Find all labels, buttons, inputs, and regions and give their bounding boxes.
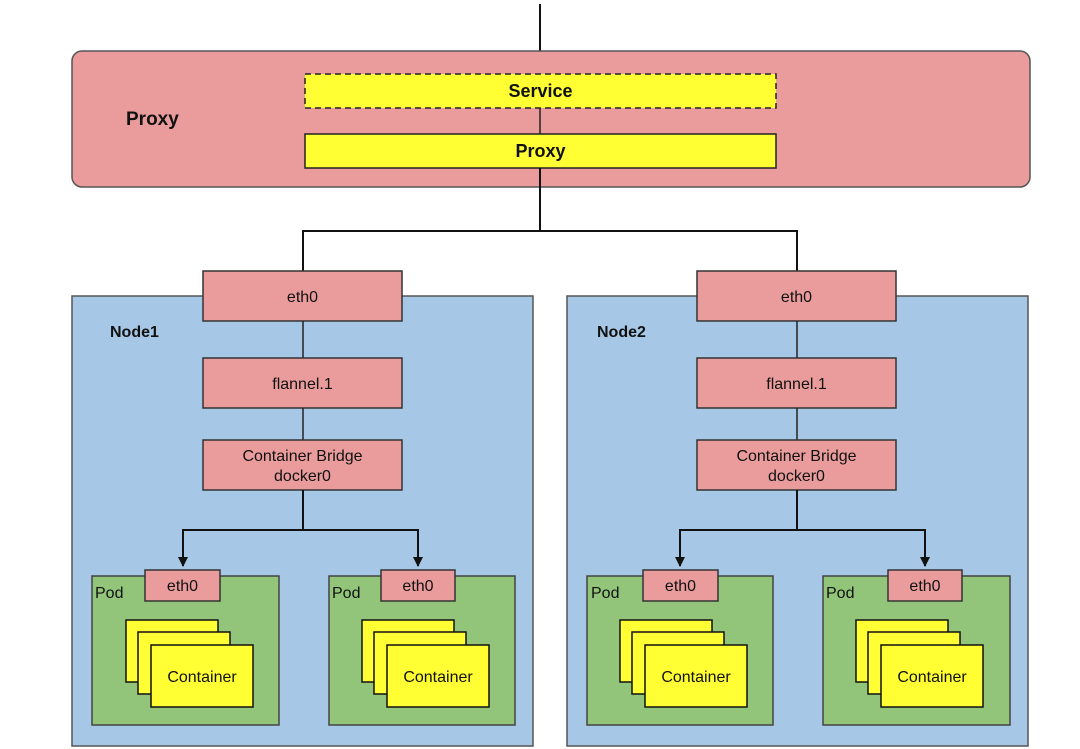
container-box [644,644,748,708]
proxy-panel-label: Proxy [126,109,179,130]
pod: Pod eth0 Container [586,569,774,726]
flannel-label: flannel.1 [766,376,827,393]
node-label: Node2 [597,324,646,341]
pod-eth0-label: eth0 [402,578,433,595]
node1-uplink [302,230,540,271]
node-eth0-label: eth0 [287,289,318,306]
flannel-box [696,357,897,409]
node2-uplink [540,230,798,271]
service-box [304,73,777,109]
proxy-box-label: Proxy [515,141,565,161]
container-box [880,644,984,708]
pod-eth0-box [642,569,719,602]
container-label: Container [897,669,967,686]
container-label: Container [167,669,237,686]
node-2: Node2 eth0 flannel.1 Container Bridge do… [566,270,1029,747]
bridge-to-pod-2 [797,529,930,567]
bridge-to-pod-1 [675,529,797,567]
pod-eth0-box [380,569,456,602]
node-label: Node1 [110,324,159,341]
container-bridge-box [696,439,897,491]
pod-eth0-label: eth0 [909,578,940,595]
node-1: Node1 eth0 flannel.1 Container Bridge do… [71,270,534,747]
node-eth0-box [696,270,897,322]
pod-label: Pod [826,585,854,602]
service-label: Service [508,81,572,101]
docker0-label: docker0 [274,468,331,485]
container-bridge-label: Container Bridge [736,448,856,465]
flannel-label: flannel.1 [272,376,333,393]
pod-eth0-label: eth0 [167,578,198,595]
container-label: Container [661,669,731,686]
pod: Pod eth0 Container [91,569,280,726]
pod-eth0-label: eth0 [665,578,696,595]
node-eth0-label: eth0 [781,289,812,306]
pod-label: Pod [332,585,360,602]
container-bridge-label: Container Bridge [242,448,362,465]
pod-label: Pod [591,585,619,602]
proxy-box [304,133,777,169]
pod: Pod eth0 Container [328,569,516,726]
container-box [150,644,254,708]
bridge-to-pod-1 [178,529,303,567]
docker0-label: docker0 [768,468,825,485]
container-label: Container [403,669,473,686]
container-box [386,644,490,708]
bridge-to-pod-2 [303,529,423,567]
pod-eth0-box [144,569,221,602]
pod-label: Pod [95,585,123,602]
flannel-box [202,357,403,409]
pod-eth0-box [887,569,963,602]
pod: Pod eth0 Container [822,569,1011,726]
